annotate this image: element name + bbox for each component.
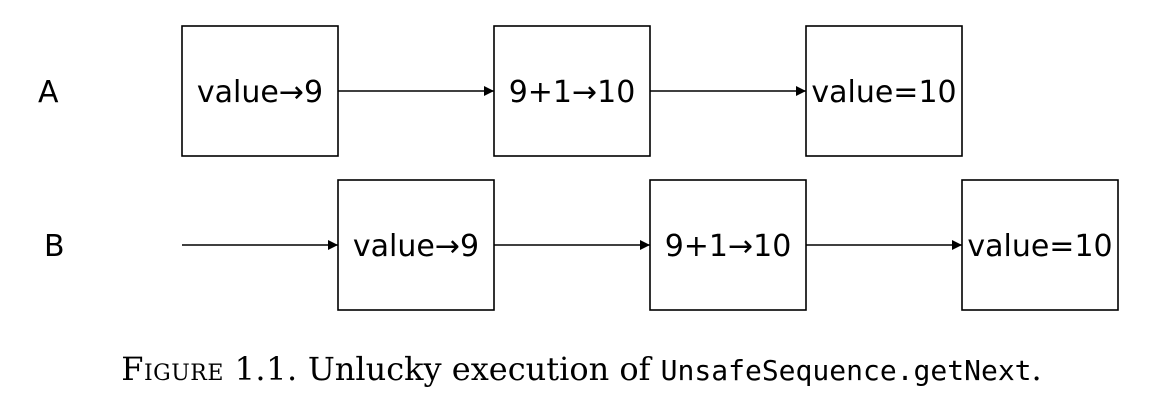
row-b-step-3-label: value=10 bbox=[967, 229, 1112, 264]
caption-suffix: . bbox=[1031, 350, 1042, 388]
caption-code: UnsafeSequence.getNext bbox=[660, 354, 1032, 387]
row-b-step-2-label: 9+1→10 bbox=[665, 229, 792, 264]
caption-prefix: Figure 1.1. bbox=[121, 350, 298, 388]
row-a-step-3-box bbox=[805, 25, 963, 157]
row-label-b: B bbox=[44, 229, 65, 264]
row-b-step-3-box bbox=[961, 179, 1119, 311]
row-b-step-1-label: value→9 bbox=[353, 229, 479, 264]
row-a: A value→9 9+1→10 value=10 bbox=[38, 25, 963, 157]
row-b-step-2-box bbox=[649, 179, 807, 311]
row-b: B value→9 9+1→10 value=10 bbox=[44, 179, 1119, 311]
caption-text: Unlucky execution of bbox=[307, 350, 651, 388]
execution-diagram: A value→9 9+1→10 value=10 B value→9 9+1→… bbox=[38, 25, 1119, 311]
row-a-step-1-label: value→9 bbox=[197, 75, 323, 110]
row-a-step-2-label: 9+1→10 bbox=[509, 75, 636, 110]
row-a-step-1-box bbox=[181, 25, 339, 157]
row-a-step-2-box bbox=[493, 25, 651, 157]
figure-caption: Figure 1.1. Unlucky execution of UnsafeS… bbox=[0, 350, 1163, 388]
row-b-step-1-box bbox=[337, 179, 495, 311]
row-a-step-3-label: value=10 bbox=[811, 75, 956, 110]
row-label-a: A bbox=[38, 75, 59, 110]
